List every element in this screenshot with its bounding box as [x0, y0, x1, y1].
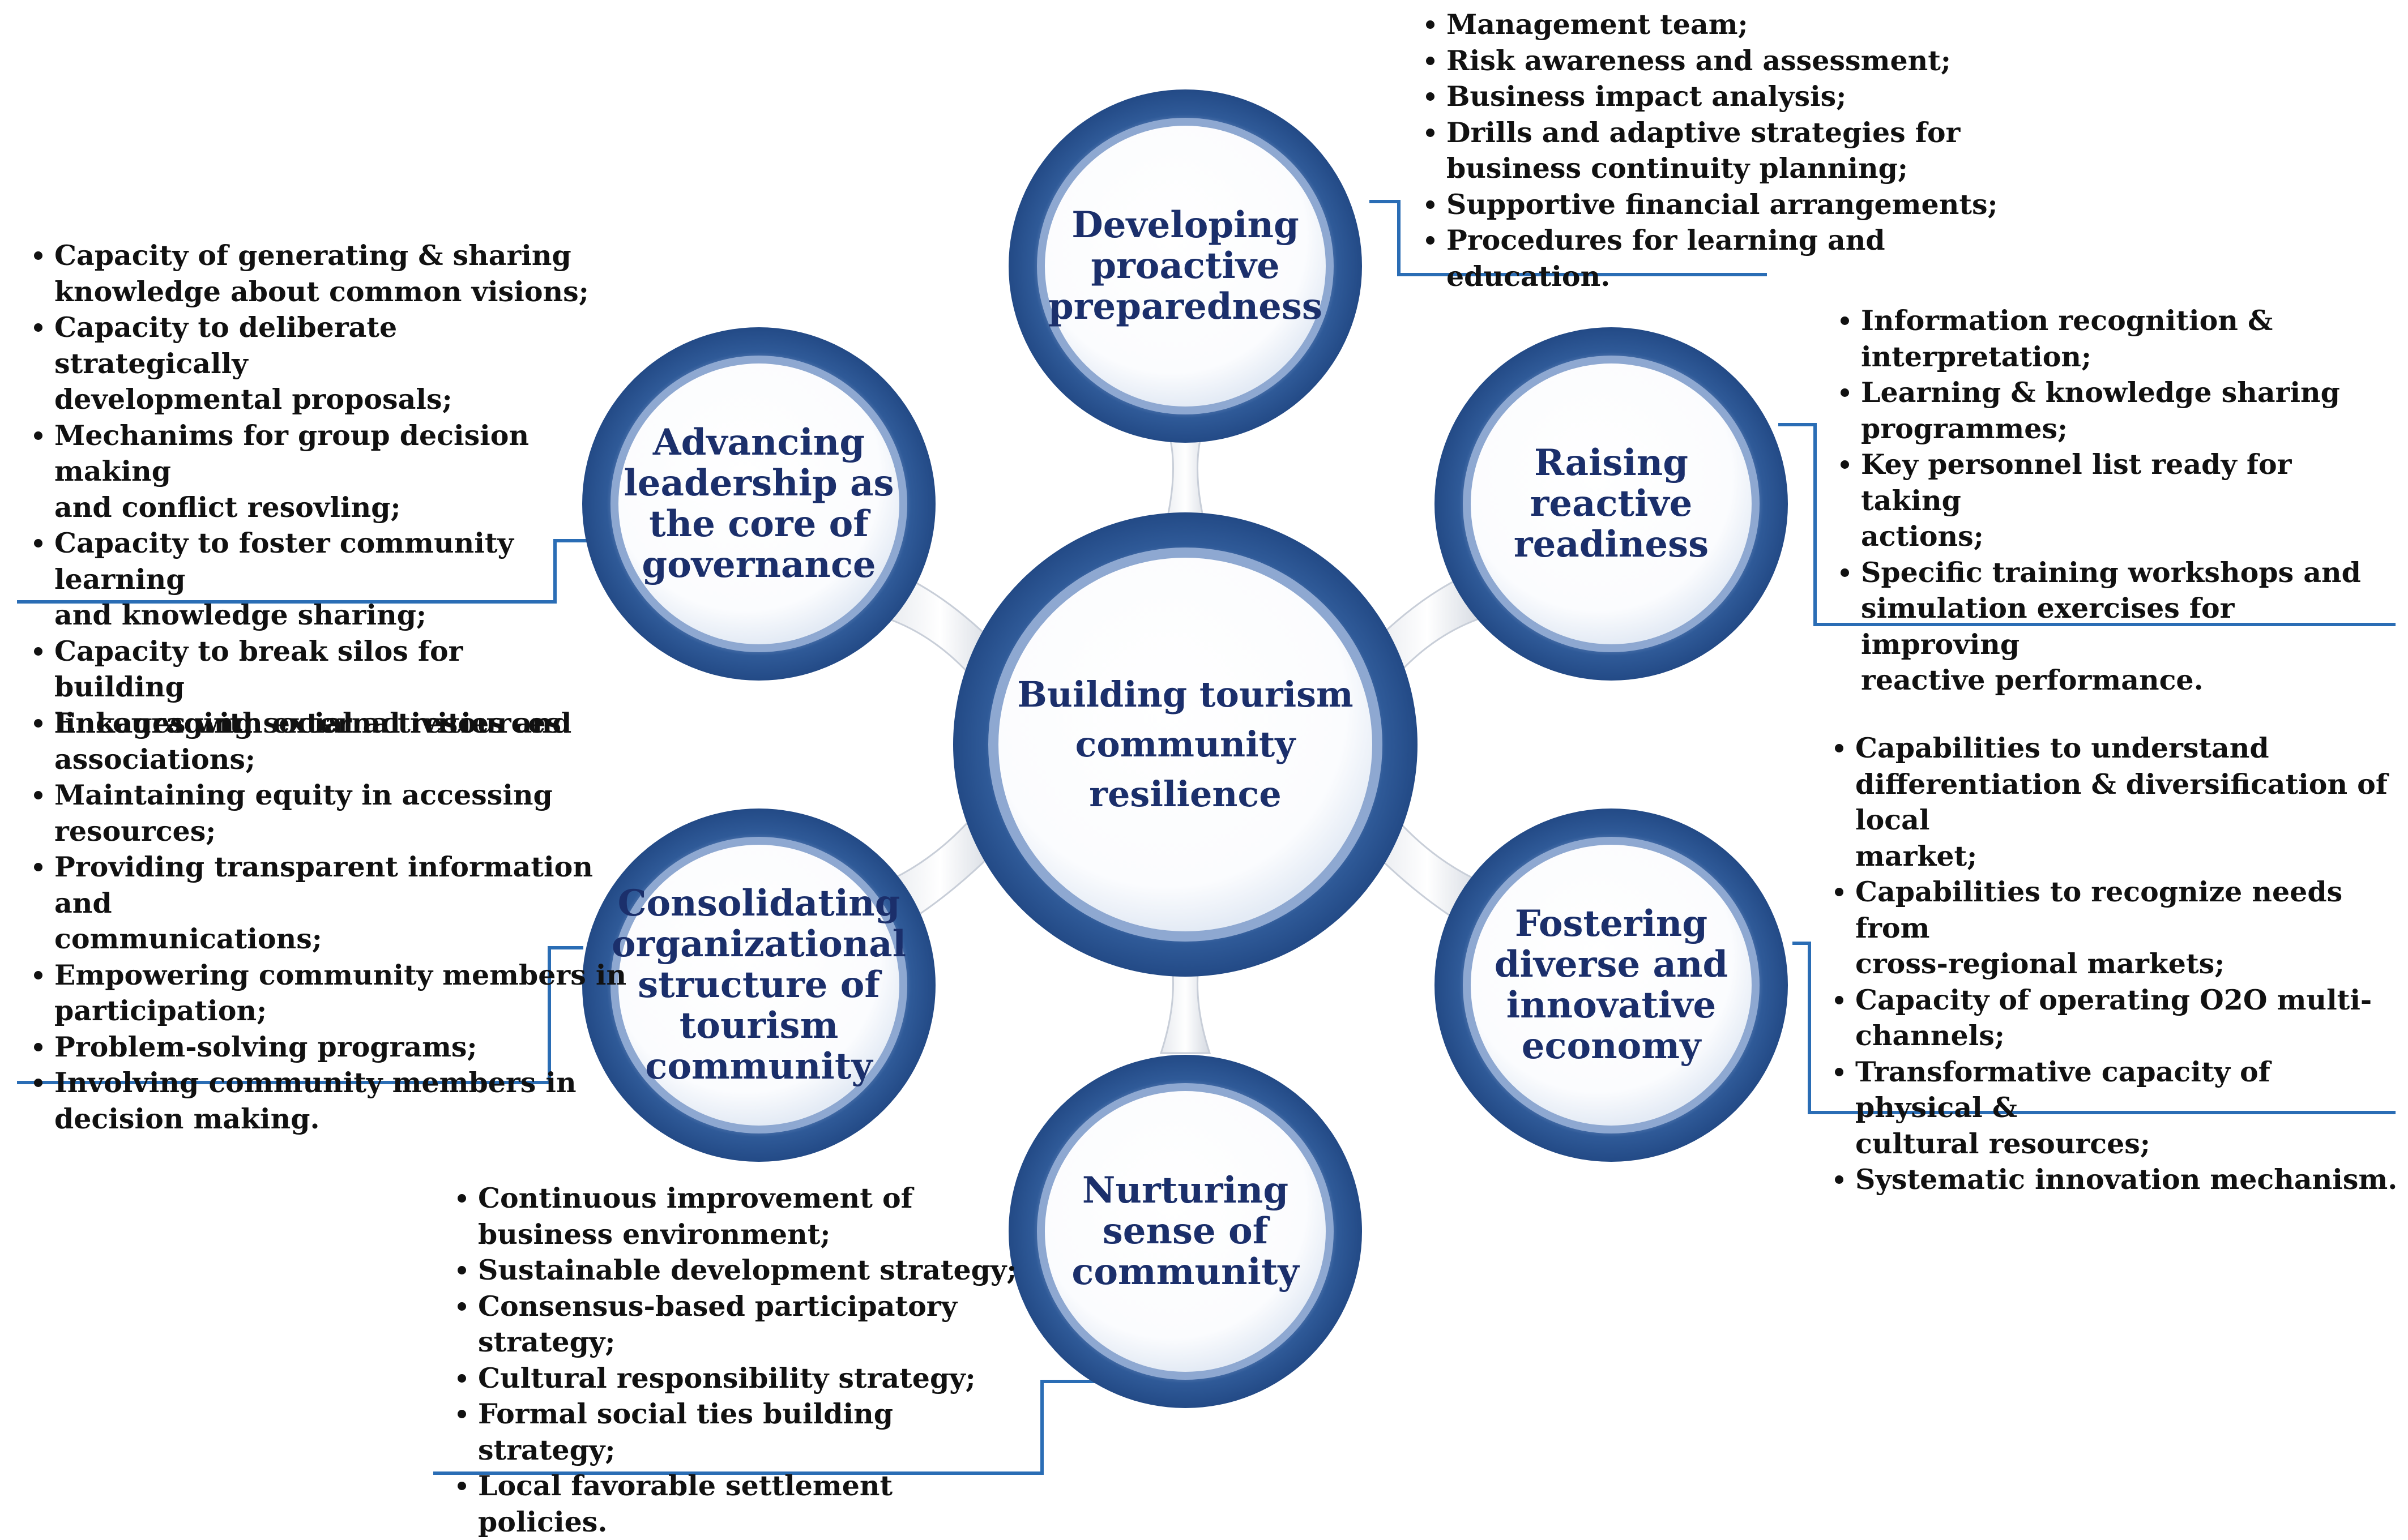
- list-item: Involving community members in decision …: [29, 1065, 630, 1137]
- node-title-line: diverse and: [1494, 943, 1728, 986]
- node-circle-upper-left: [582, 327, 936, 681]
- node-title-lower-right: Fostering diverse and innovative economy: [1475, 872, 1747, 1098]
- list-item: Capabilities to understand differentiati…: [1830, 730, 2402, 874]
- node-title-line: community: [1071, 1251, 1299, 1293]
- list-item: Consensus-based participatory strategy;: [453, 1289, 1019, 1361]
- leader-line-upper-left: [17, 539, 589, 604]
- bullet-list-lower-left: Encouraging social activities and associ…: [29, 705, 630, 1137]
- node-title-line: reactive: [1530, 482, 1693, 525]
- node-title-bottom: Nurturing sense of community: [1049, 1118, 1321, 1345]
- node-title-line: the core of: [649, 503, 869, 545]
- node-title-line: Fostering: [1514, 902, 1708, 945]
- node-title-line: innovative: [1506, 984, 1717, 1026]
- node-title-lower-left: Consolidating organizational structure o…: [612, 872, 906, 1098]
- node-title-line: proactive: [1091, 245, 1280, 287]
- list-item: Problem-solving programs;: [29, 1029, 630, 1066]
- node-title-top: Developing proactive preparedness: [1048, 153, 1322, 379]
- node-title-line: readiness: [1513, 523, 1709, 566]
- node-circle-upper-right: [1434, 327, 1788, 681]
- center-title-line: resilience: [1089, 773, 1282, 815]
- bullet-list-lower-right: Capabilities to understand differentiati…: [1830, 730, 2402, 1198]
- list-item: Continuous improvement of business envir…: [453, 1180, 1019, 1252]
- list-item: Capacity of operating O2O multi- channel…: [1830, 982, 2402, 1054]
- list-item: Capacity to break silos for building lin…: [29, 634, 596, 742]
- bullet-list-top: Management team; Risk awareness and asse…: [1421, 7, 2016, 294]
- list-item: Capacity to foster community learning an…: [29, 525, 596, 634]
- bullet-list-upper-right: Information recognition & interpretation…: [1836, 303, 2397, 699]
- leader-line-lower-right: [1792, 942, 2396, 1114]
- node-circle-lower-right: [1434, 808, 1788, 1162]
- leader-line-top: [1369, 200, 1767, 276]
- leader-line-upper-right: [1778, 423, 2396, 626]
- node-title-line: governance: [642, 544, 876, 586]
- list-item: Mechanims for group decision making and …: [29, 418, 596, 526]
- list-item: Encouraging social activities and associ…: [29, 705, 630, 777]
- center-title: Building tourism community resilience: [1015, 586, 1355, 903]
- node-circle-lower-left: [582, 808, 936, 1162]
- leader-lines: [17, 200, 2396, 1475]
- list-item: Specific training workshops and simulati…: [1836, 555, 2397, 699]
- list-item: Empowering community members in particip…: [29, 957, 630, 1029]
- node-title-upper-left: Advancing leadership as the core of gove…: [623, 391, 895, 617]
- list-item: Transformative capacity of physical & cu…: [1830, 1054, 2402, 1162]
- node-circle-top: [1009, 89, 1362, 443]
- node-title-line: Nurturing: [1082, 1169, 1289, 1212]
- list-item: Key personnel list ready for taking acti…: [1836, 447, 2397, 555]
- list-item: Capacity of generating & sharing knowled…: [29, 238, 596, 310]
- node-title-line: preparedness: [1048, 285, 1322, 328]
- center-title-line: community: [1075, 724, 1296, 765]
- node-title-line: Advancing: [652, 421, 865, 464]
- bullet-list-upper-left: Capacity of generating & sharing knowled…: [29, 238, 596, 741]
- list-item: Formal social ties building strategy;: [453, 1396, 1019, 1468]
- list-item: Capabilities to recognize needs from cro…: [1830, 874, 2402, 982]
- leader-line-lower-left: [17, 946, 583, 1084]
- center-title-line: Building tourism: [1017, 674, 1354, 715]
- node-title-line: community: [645, 1045, 873, 1088]
- list-item: Systematic innovation mechanism.: [1830, 1162, 2402, 1198]
- node-circle-bottom: [1009, 1055, 1362, 1408]
- diagram-canvas: [17, 89, 2396, 1475]
- list-item: Information recognition & interpretation…: [1836, 303, 2397, 375]
- list-item: Management team;: [1421, 7, 2016, 43]
- node-title-line: Consolidating: [617, 882, 900, 925]
- list-item: Maintaining equity in accessing resource…: [29, 777, 630, 849]
- node-title-line: leadership as: [624, 462, 894, 504]
- node-title-line: Developing: [1071, 204, 1299, 246]
- list-item: Supportive financial arrangements;: [1421, 187, 2016, 223]
- node-title-line: sense of: [1102, 1210, 1269, 1252]
- list-item: Local favorable settlement policies.: [453, 1468, 1019, 1540]
- node-title-line: structure of: [638, 964, 880, 1006]
- node-title-line: tourism: [679, 1004, 839, 1047]
- list-item: Cultural responsibility strategy;: [453, 1361, 1019, 1397]
- list-item: Providing transparent information and co…: [29, 849, 630, 957]
- list-item: Learning & knowledge sharing programmes;: [1836, 375, 2397, 447]
- list-item: Business impact analysis;: [1421, 79, 2016, 115]
- center-circle: [953, 512, 1418, 977]
- node-title-line: organizational: [611, 923, 907, 965]
- list-item: Risk awareness and assessment;: [1421, 43, 2016, 79]
- node-title-upper-right: Raising reactive readiness: [1475, 391, 1747, 617]
- leader-line-bottom: [433, 1380, 1110, 1475]
- node-title-line: Raising: [1534, 442, 1689, 484]
- node-title-line: economy: [1521, 1025, 1701, 1067]
- list-item: Procedures for learning and education.: [1421, 223, 2016, 294]
- list-item: Capacity to deliberate strategically dev…: [29, 310, 596, 418]
- list-item: Drills and adaptive strategies for busin…: [1421, 115, 2016, 187]
- list-item: Sustainable development strategy;: [453, 1252, 1019, 1289]
